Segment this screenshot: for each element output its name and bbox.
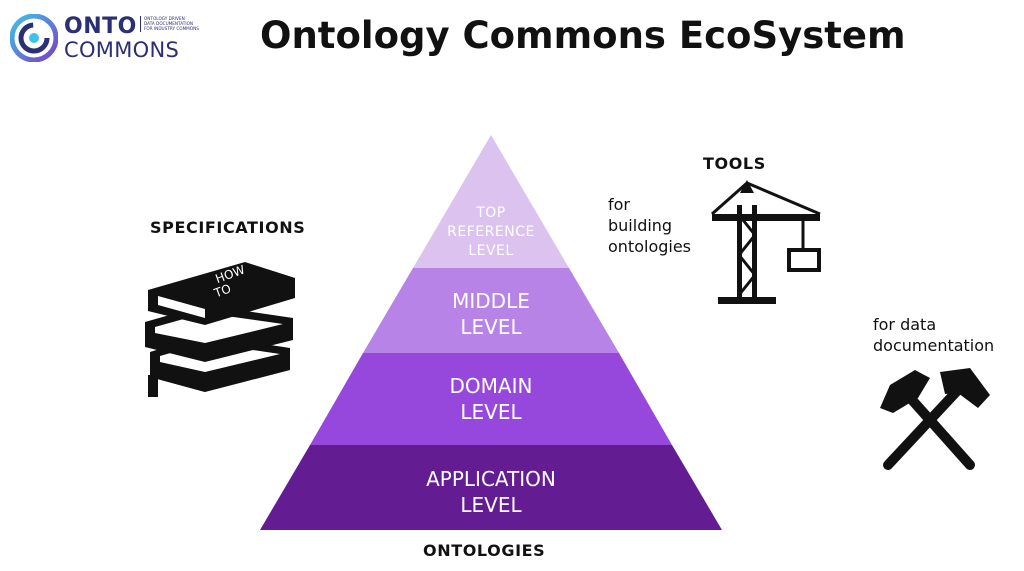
crossed-hammers-icon: [880, 368, 990, 470]
pyramid-tier-middle: [363, 268, 619, 353]
logo-tagline-line: DATA DOCUMENTATION: [144, 21, 194, 27]
caption-line: building: [608, 216, 673, 235]
specifications-label: SPECIFICATIONS: [150, 218, 306, 237]
books-stack-icon: [145, 262, 295, 397]
page-title: Ontology Commons EcoSystem: [260, 14, 906, 57]
tier-label-line: MIDDLE: [452, 289, 530, 313]
logo-tagline-line: ONTOLOGY DRIVEN: [144, 16, 185, 21]
tier-label-middle: MIDDLE LEVEL: [411, 288, 571, 340]
onto-commons-logo: ONTO COMMONS ONTOLOGY DRIVEN DATA DOCUME…: [10, 12, 200, 64]
tier-label-line: TOP: [476, 205, 506, 221]
pyramid-tier-domain: [310, 353, 672, 445]
logo-tagline: ONTOLOGY DRIVEN DATA DOCUMENTATION FOR I…: [140, 16, 214, 32]
tier-label-line: LEVEL: [460, 400, 522, 424]
caption-line: documentation: [873, 336, 995, 355]
logo-word-commons: COMMONS: [64, 38, 180, 62]
pyramid-tier-top: [413, 135, 569, 268]
tier-label-line: LEVEL: [460, 315, 522, 339]
tier-label-top: TOP REFERENCE LEVEL: [431, 204, 551, 261]
tier-label-application: APPLICATION LEVEL: [381, 466, 601, 518]
caption-line: ontologies: [608, 237, 692, 256]
tools-building-caption: for building ontologies: [608, 194, 691, 257]
logo-word-onto: ONTO: [64, 14, 137, 39]
tools-documentation-caption: for data documentation: [873, 314, 994, 356]
caption-line: for data: [873, 315, 937, 334]
onto-commons-logo-icon: [10, 14, 58, 62]
ontologies-label: ONTOLOGIES: [423, 541, 546, 560]
logo-tagline-line: FOR INDUSTRY COMMONS: [144, 26, 199, 32]
tier-label-line: DOMAIN: [449, 374, 533, 398]
caption-line: for: [608, 195, 630, 214]
crane-icon: [711, 180, 821, 304]
tier-label-line: REFERENCE: [447, 224, 535, 240]
tier-label-line: LEVEL: [460, 493, 522, 517]
tier-label-domain: DOMAIN LEVEL: [411, 373, 571, 425]
tools-label: TOOLS: [703, 154, 766, 173]
pyramid-tier-application: [260, 445, 722, 530]
tier-label-line: APPLICATION: [426, 467, 556, 491]
tier-label-line: LEVEL: [468, 243, 514, 259]
